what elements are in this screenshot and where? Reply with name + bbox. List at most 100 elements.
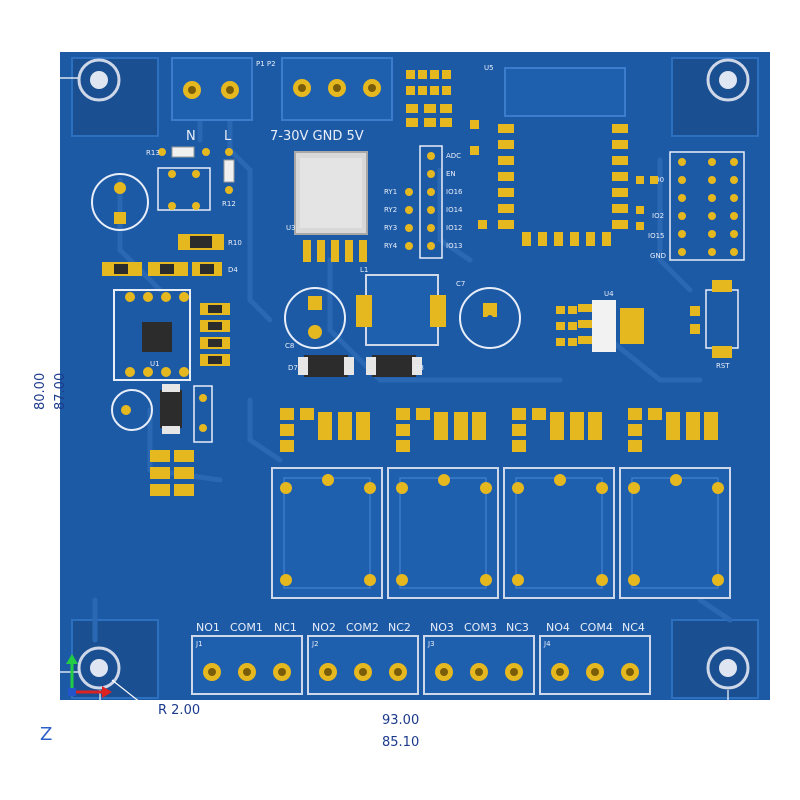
header-2pin-left <box>193 385 213 443</box>
ref-u1: U1 <box>150 360 160 368</box>
relay-1 <box>271 467 383 599</box>
mounting-hole-br <box>706 646 750 690</box>
right-pin-io0: IO0 <box>652 176 664 184</box>
ref-j2: J2 <box>311 640 319 648</box>
dimension-width-outer: 93.00 <box>382 713 419 728</box>
ref-c7: C7 <box>456 280 465 288</box>
ref-d8: D8 <box>414 364 424 372</box>
dimension-lines <box>30 56 769 742</box>
gpio-header-pads <box>405 152 435 250</box>
mounting-hole-tl <box>77 58 121 102</box>
esp-castellated-pads <box>498 124 628 246</box>
smd-row-d4 <box>102 262 222 276</box>
header-ry1: RY1 <box>384 188 397 196</box>
ref-r12: R12 <box>222 200 236 208</box>
driver-block-3 <box>512 408 602 452</box>
label-no4: NO4 <box>546 621 570 634</box>
label-l: L <box>224 129 232 144</box>
header-ry2: RY2 <box>384 206 397 214</box>
reset-button <box>705 280 739 358</box>
capacitor-u5-left <box>91 173 149 231</box>
terminal-pads-power <box>293 79 381 97</box>
gpio-header <box>419 145 443 259</box>
relay-2 <box>387 467 499 599</box>
label-no2: NO2 <box>312 621 336 634</box>
ref-r10: R10 <box>228 239 242 247</box>
smd-grid-lower-left <box>150 450 194 496</box>
ref-d4: D4 <box>228 266 238 274</box>
gpio-io16: IO16 <box>446 188 463 196</box>
ref-l1: L1 <box>360 266 368 274</box>
label-nc2: NC2 <box>388 621 411 634</box>
resistor-r10 <box>178 234 224 250</box>
label-com4: COM4 <box>580 621 613 634</box>
capacitor-small-left <box>111 389 153 431</box>
ref-j4: J4 <box>543 640 551 648</box>
gpio-en: EN <box>446 170 456 178</box>
inductor-pad-right <box>430 295 446 327</box>
dimension-width-inner: 85.10 <box>382 735 419 750</box>
smd-cluster-top <box>406 70 487 229</box>
resistor-r13 <box>158 146 210 158</box>
ref-u5: U5 <box>484 64 494 72</box>
ref-d7: D7 <box>288 364 298 372</box>
label-p1p2: P1 P2 <box>256 60 276 68</box>
resistor-r12 <box>223 148 235 194</box>
terminal-block-j3 <box>423 635 535 695</box>
right-pin-gnd: GND <box>650 252 666 260</box>
axis-z-label: Z <box>40 724 52 745</box>
terminal-block-j4 <box>539 635 651 695</box>
smd-rst-cap <box>690 306 700 334</box>
label-n: N <box>186 129 196 144</box>
mounting-hole-tr <box>706 58 750 102</box>
ref-r13: R13 <box>146 149 160 157</box>
label-rst: RST <box>716 362 730 370</box>
header-ry3: RY3 <box>384 224 397 232</box>
terminal-block-j1 <box>191 635 303 695</box>
right-pin-io15: IO15 <box>648 232 664 240</box>
relay-4 <box>619 467 731 599</box>
label-nc1: NC1 <box>274 621 297 634</box>
driver-block-1 <box>280 408 370 452</box>
diode-vertical <box>160 384 182 434</box>
label-com2: COM2 <box>346 621 379 634</box>
dimension-radius: R 2.00 <box>158 703 200 718</box>
gpio-io12: IO12 <box>446 224 462 232</box>
right-header <box>669 151 745 261</box>
driver-block-2 <box>396 408 486 452</box>
regulator-body <box>300 158 362 228</box>
label-nc4: NC4 <box>622 621 645 634</box>
ic-u1-body <box>142 322 172 352</box>
label-nc3: NC3 <box>506 621 529 634</box>
ref-j3: J3 <box>427 640 435 648</box>
axis-triad <box>66 654 112 698</box>
dimension-height-outer: 87.00 <box>53 373 68 410</box>
right-pin-io2: IO2 <box>652 212 664 220</box>
ldo-u4 <box>578 300 644 352</box>
smd-caps-c <box>556 306 577 346</box>
ref-c8: C8 <box>285 342 294 350</box>
smd-right-small <box>636 176 658 230</box>
ic-u1-outline <box>113 289 191 381</box>
ref-u4: U4 <box>604 290 614 298</box>
gpio-io14: IO14 <box>446 206 463 214</box>
driver-block-4 <box>628 408 718 452</box>
label-com1: COM1 <box>230 621 263 634</box>
terminal-block-j2 <box>307 635 419 695</box>
diode-d7 <box>298 355 354 377</box>
capacitor-c8 <box>284 287 346 349</box>
label-power-pins: 7-30V GND 5V <box>270 129 364 144</box>
smd-stack-u1 <box>200 303 230 366</box>
mounting-hole-bl <box>77 646 121 690</box>
inductor-l1 <box>365 274 439 346</box>
inductor-pad-left <box>356 295 372 327</box>
right-header-pads <box>678 158 738 256</box>
relay-3 <box>503 467 615 599</box>
capacitor-c7 <box>459 287 521 349</box>
terminal-pads-nl <box>183 81 239 99</box>
corner-panel-bl <box>71 619 159 699</box>
ic-u1-pads <box>125 292 189 377</box>
bridge-rectifier <box>157 167 211 211</box>
gpio-io13: IO13 <box>446 242 462 250</box>
esp-antenna <box>504 67 626 117</box>
